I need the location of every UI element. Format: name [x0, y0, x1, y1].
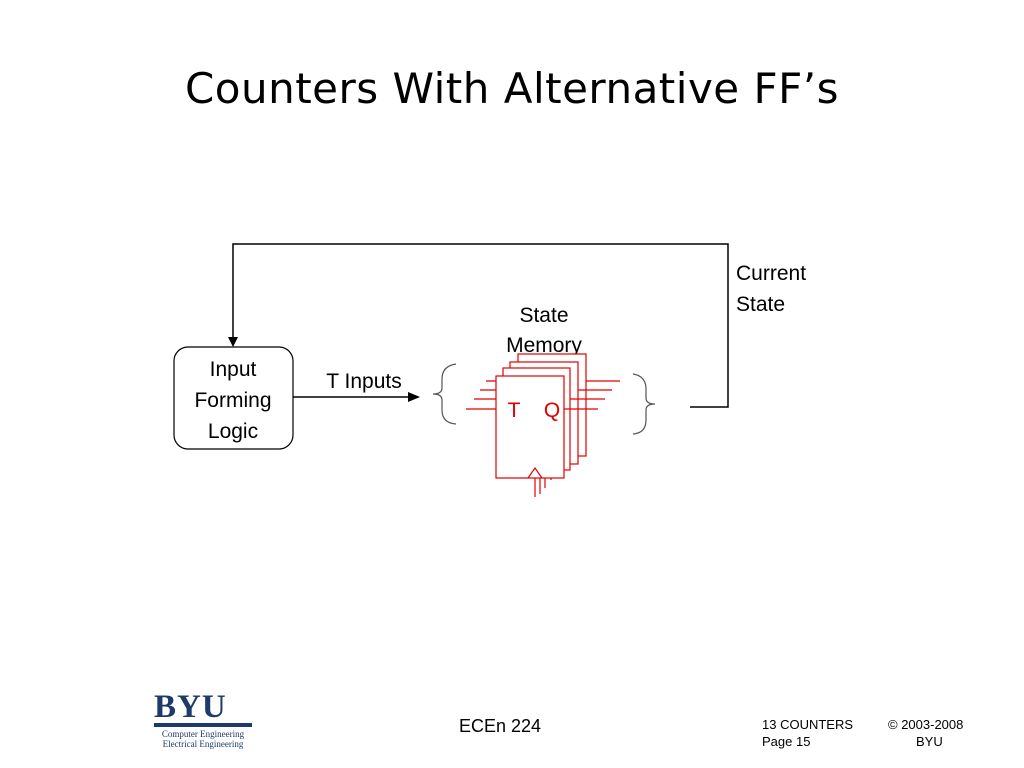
- footer-course: ECEn 224: [459, 716, 542, 736]
- left-brace: [432, 363, 457, 425]
- t-inputs-arrowhead: [408, 392, 420, 402]
- byu-logo-line-2: Electrical Engineering: [162, 739, 244, 749]
- byu-logo: BYU Computer Engineering Electrical Engi…: [154, 689, 254, 752]
- byu-logo-line-1: Computer Engineering: [161, 729, 245, 739]
- footer-chapter: 13 COUNTERS: [762, 717, 854, 732]
- input-block-line-1: Input: [210, 358, 257, 381]
- byu-logo-rule: [154, 723, 252, 727]
- flip-flop-0: [466, 375, 598, 497]
- input-forming-logic-block: [173, 346, 294, 450]
- ff-q-label: Q: [544, 399, 560, 422]
- state-memory-line-1: State: [519, 304, 568, 327]
- state-memory-line-2: Memory: [506, 334, 582, 357]
- footer-page: Page 15: [762, 734, 811, 749]
- current-state-line-2: State: [736, 293, 785, 316]
- feedback-arrowhead: [228, 337, 238, 347]
- footer-copyright: © 2003-2008: [888, 717, 964, 732]
- right-brace: [632, 373, 656, 435]
- current-state-line-1: Current: [736, 262, 806, 285]
- ff-t-label: T: [508, 399, 521, 422]
- input-block-line-2: Forming: [194, 389, 271, 412]
- slide-title: Counters With Alternative FF’s: [184, 64, 840, 113]
- t-inputs-label: T Inputs: [326, 370, 402, 393]
- footer-org: BYU: [916, 734, 943, 749]
- byu-logo-word: BYU: [154, 689, 227, 725]
- flip-flop-stack: [466, 353, 620, 497]
- feedback-wire: [232, 243, 729, 408]
- input-block-line-3: Logic: [208, 420, 258, 443]
